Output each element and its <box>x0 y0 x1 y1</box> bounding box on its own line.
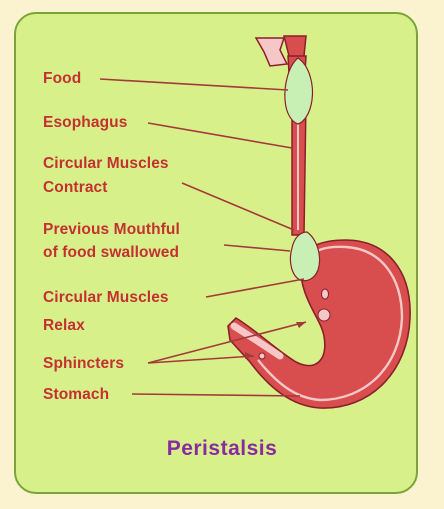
label-circular-muscles-contract-line2: Contract <box>43 179 108 196</box>
arrow-heads <box>245 322 306 359</box>
label-previous-mouthful-line2: of food swallowed <box>43 244 180 261</box>
previous-bolus-icon <box>289 231 321 282</box>
sphincter-icon <box>258 352 266 360</box>
sphincter-icon <box>317 308 331 322</box>
sphincter-icon <box>321 288 329 300</box>
diagram-title: Peristalsis <box>166 437 278 460</box>
pharynx-icon <box>254 35 307 67</box>
label-sphincters: Sphincters <box>43 355 125 372</box>
label-stomach: Stomach <box>43 386 110 403</box>
label-food: Food <box>43 70 82 87</box>
leader-lines <box>99 78 307 397</box>
label-previous-mouthful-line1: Previous Mouthful <box>43 221 180 238</box>
label-esophagus: Esophagus <box>43 114 128 131</box>
food-bolus-icon <box>284 57 314 125</box>
label-circular-muscles-relax-line1: Circular Muscles <box>43 289 169 306</box>
label-circular-muscles-contract-line1: Circular Muscles <box>43 155 169 172</box>
label-circular-muscles-relax-line2: Relax <box>43 317 85 334</box>
stomach-illustration <box>227 239 411 409</box>
